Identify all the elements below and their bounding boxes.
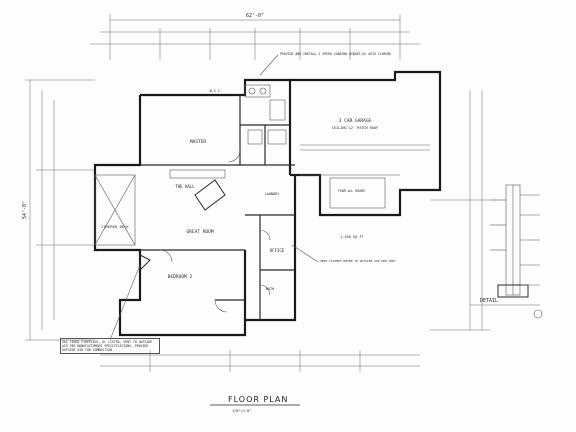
sheet-scale: 1/8"=1'0" [232, 409, 251, 413]
opener-note: PROVIDE AND INSTALL 2 SPEED LOADING HING… [280, 52, 391, 56]
covered-deck-label: COVERED DECK [101, 224, 129, 229]
door-swings [159, 149, 271, 313]
great-room-label: GREAT ROOM [186, 229, 213, 235]
fireplace-note-box: GAS FIRED FIREPLACE, UL LISTED, VENT TO … [60, 338, 160, 354]
fireplace [139, 254, 151, 272]
left-dimension-lines [25, 79, 95, 341]
detail-title: DETAIL [480, 298, 498, 304]
kitchen-island [169, 169, 226, 211]
garage-note: CEILING 12' PATCH ROOF [332, 126, 378, 130]
master-label: MASTER [190, 139, 207, 145]
bedroom2-label: BEDROOM 2 [168, 274, 193, 280]
bath-fixtures [244, 84, 287, 145]
top-dimension-lines [90, 14, 420, 60]
kitchen-label: THE HALL [175, 184, 195, 189]
floor-plan-note: FROM ALL ROOMS [338, 189, 365, 193]
overall-top-dimension: 62'-0" [246, 13, 264, 19]
covered-deck [94, 174, 136, 246]
garage-sq-ft: 1,250 SQ FT [340, 235, 365, 239]
wall-detail [470, 184, 540, 306]
garage-label: 3 CAR GARAGE [339, 118, 372, 124]
office-label: OFFICE [270, 248, 285, 253]
garage-walls [290, 70, 442, 217]
interior-partitions [140, 95, 295, 320]
laundry-label: LAUNDRY [265, 192, 281, 196]
sheet-title: FLOOR PLAN [228, 395, 288, 404]
closet-label: W.I.C. [210, 89, 223, 93]
fireplace-note: GAS FIRED FIREPLACE, UL LISTED, VENT TO … [60, 338, 160, 354]
exterior-walls [93, 78, 297, 337]
right-dimension-lines [430, 90, 490, 331]
bath-label: BATH [266, 287, 274, 291]
overall-left-dimension: 54'-0" [22, 201, 28, 219]
detail-callout-icon [533, 309, 543, 319]
vent-note: VENT CLOTHES DRYER TO OUTSIDE AIR PER SP… [320, 259, 396, 263]
